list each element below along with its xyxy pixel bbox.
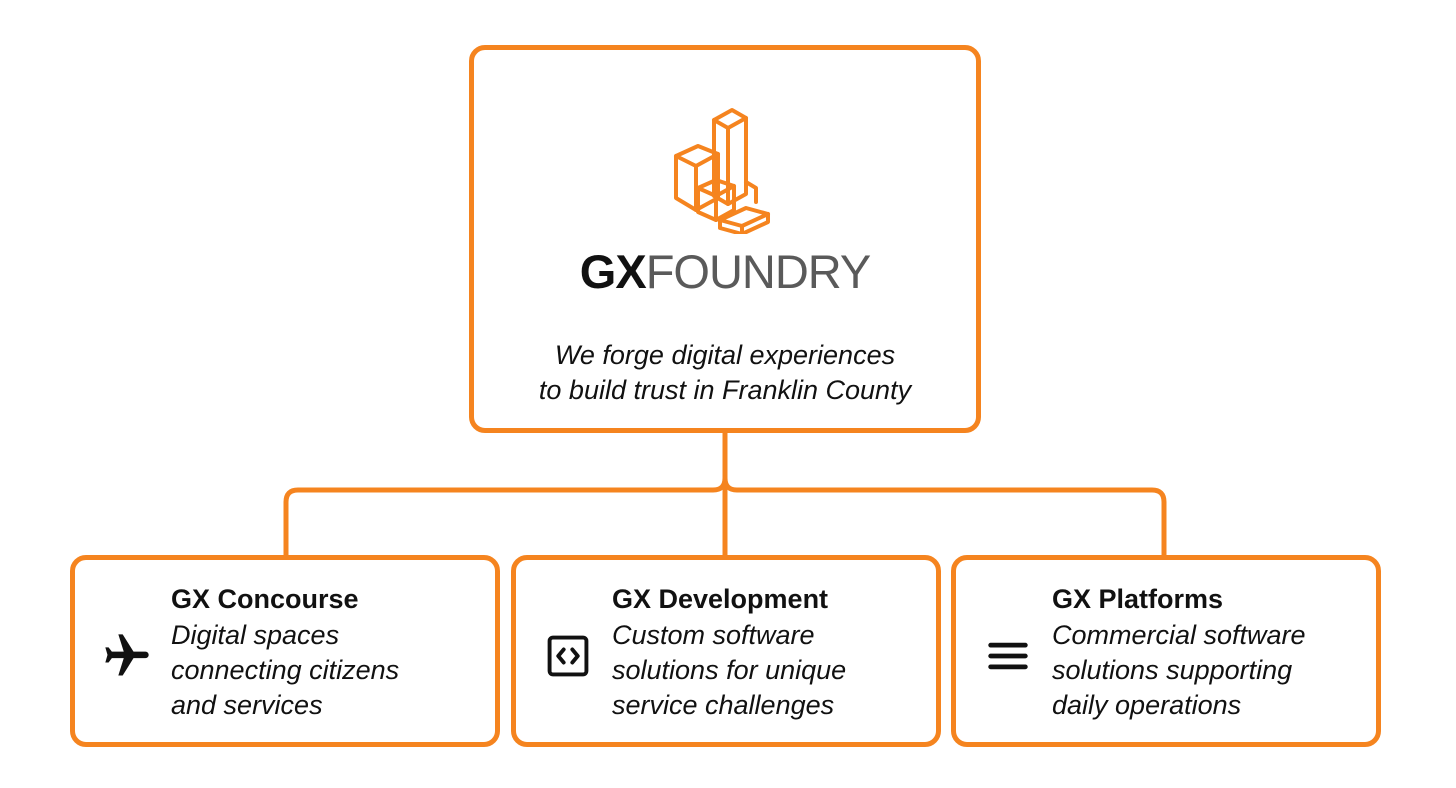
description-line: solutions supporting <box>1052 655 1293 685</box>
tagline-line: to build trust in Franklin County <box>538 375 912 405</box>
child-description: Custom software solutions for unique ser… <box>612 618 846 723</box>
airplane-icon <box>105 634 149 676</box>
wordmark-bold: GX <box>579 245 647 298</box>
description-line: Commercial software <box>1052 620 1306 650</box>
description-line: service challenges <box>612 690 835 720</box>
description-line: Digital spaces <box>171 620 340 650</box>
child-title: GX Platforms <box>1052 584 1224 614</box>
menu-icon <box>988 642 1028 670</box>
code-icon <box>547 635 589 677</box>
brand-tagline: We forge digital experiences to build tr… <box>474 338 976 408</box>
child-title: GX Concourse <box>171 584 359 614</box>
child-node-platforms: GX Platforms Commercial software solutio… <box>951 555 1381 747</box>
child-title: GX Development <box>612 584 829 614</box>
wordmark-light: FOUNDRY <box>645 245 872 298</box>
brand-wordmark: GXFOUNDRY <box>474 246 976 298</box>
description-line: and services <box>171 690 323 720</box>
foundry-buildings-icon <box>674 108 770 234</box>
root-node-gx-foundry: GXFOUNDRY We forge digital experiences t… <box>469 45 981 433</box>
description-line: Custom software <box>612 620 815 650</box>
description-line: solutions for unique <box>612 655 847 685</box>
child-description: Digital spaces connecting citizens and s… <box>171 618 399 723</box>
description-line: daily operations <box>1052 690 1242 720</box>
child-node-concourse: GX Concourse Digital spaces connecting c… <box>70 555 500 747</box>
connector-right <box>722 475 1167 558</box>
child-description: Commercial software solutions supporting… <box>1052 618 1306 723</box>
connector-left <box>283 475 728 558</box>
tagline-line: We forge digital experiences <box>554 340 896 370</box>
description-line: connecting citizens <box>171 655 400 685</box>
child-node-development: GX Development Custom software solutions… <box>511 555 941 747</box>
